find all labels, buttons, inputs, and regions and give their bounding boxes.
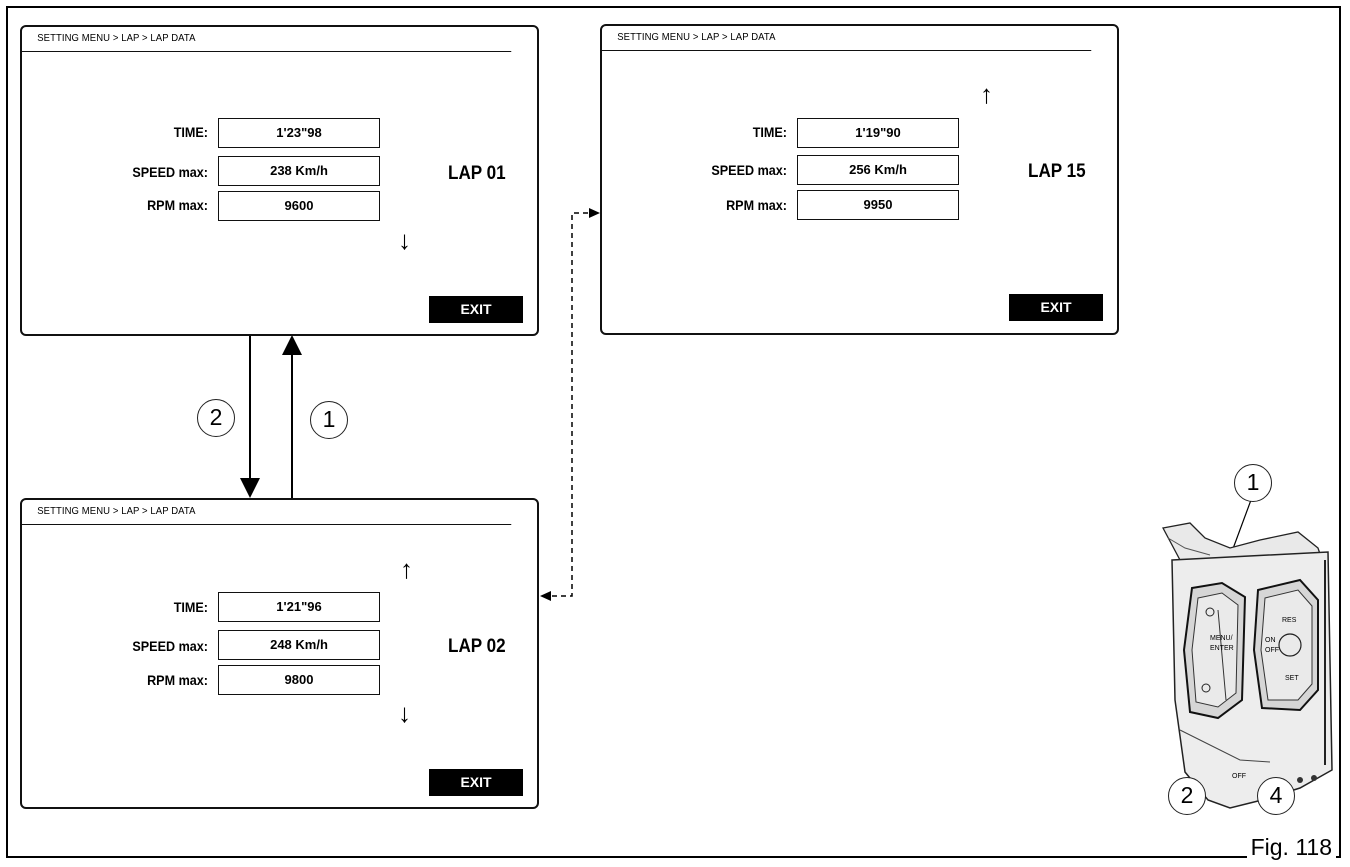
time-value: 1'21"96: [218, 592, 380, 622]
breadcrumb: SETTING MENU > LAP > LAP DATA: [602, 26, 1092, 51]
lap-number-label: LAP 02: [448, 636, 506, 657]
dashed-arrowhead-left: [540, 591, 551, 601]
speed-value: 256 Km/h: [797, 155, 959, 185]
switch-callout-1: 1: [1234, 464, 1272, 502]
down-arrow-icon: ↓: [398, 698, 411, 728]
callout-2-circle: 2: [197, 399, 235, 437]
speed-label: SPEED max:: [132, 638, 208, 654]
rpm-label: RPM max:: [147, 672, 208, 688]
speed-label: SPEED max:: [132, 164, 208, 180]
time-value: 1'19"90: [797, 118, 959, 148]
up-arrow-icon: ↑: [980, 79, 993, 109]
exit-button[interactable]: EXIT: [1009, 294, 1103, 321]
down-arrow-icon: ↓: [398, 225, 411, 255]
on-off-text: ON: [1265, 637, 1276, 644]
time-label: TIME:: [752, 124, 787, 140]
exit-button[interactable]: EXIT: [429, 769, 523, 796]
lap-data-screen-lap01: SETTING MENU > LAP > LAP DATA TIME: 1'23…: [20, 25, 539, 336]
svg-text:OFF: OFF: [1265, 647, 1279, 654]
callout-1-circle: 1: [310, 401, 348, 439]
rpm-value: 9800: [218, 665, 380, 695]
dashed-arrowhead-right: [589, 208, 600, 218]
res-text: RES: [1282, 617, 1297, 624]
off-text: OFF: [1232, 773, 1246, 780]
breadcrumb: SETTING MENU > LAP > LAP DATA: [22, 27, 512, 52]
figure-label: Fig. 118: [1246, 834, 1336, 861]
rpm-label: RPM max:: [726, 197, 787, 213]
lap-data-screen-lap02: SETTING MENU > LAP > LAP DATA TIME: 1'21…: [20, 498, 539, 809]
exit-button[interactable]: EXIT: [429, 296, 523, 323]
speed-value: 238 Km/h: [218, 156, 380, 186]
switch-callout-2: 2: [1168, 777, 1206, 815]
speed-label: SPEED max:: [711, 162, 787, 178]
menu-enter-text: MENU/: [1210, 635, 1233, 642]
time-label: TIME:: [173, 124, 208, 140]
dashed-connector: [543, 212, 597, 597]
figure-frame: [6, 6, 1341, 858]
lap-data-screen-lap15: SETTING MENU > LAP > LAP DATA TIME: 1'19…: [600, 24, 1119, 335]
lap-number-label: LAP 01: [448, 163, 506, 184]
switch-callout-4: 4: [1257, 777, 1295, 815]
rpm-value: 9600: [218, 191, 380, 221]
svg-text:ENTER: ENTER: [1210, 645, 1234, 652]
up-arrow-icon: ↑: [400, 554, 413, 584]
time-value: 1'23"98: [218, 118, 380, 148]
breadcrumb: SETTING MENU > LAP > LAP DATA: [22, 500, 512, 525]
rpm-label: RPM max:: [147, 197, 208, 213]
speed-value: 248 Km/h: [218, 630, 380, 660]
lap-number-label: LAP 15: [1028, 161, 1086, 182]
time-label: TIME:: [173, 599, 208, 615]
set-text: SET: [1285, 675, 1299, 682]
rpm-value: 9950: [797, 190, 959, 220]
